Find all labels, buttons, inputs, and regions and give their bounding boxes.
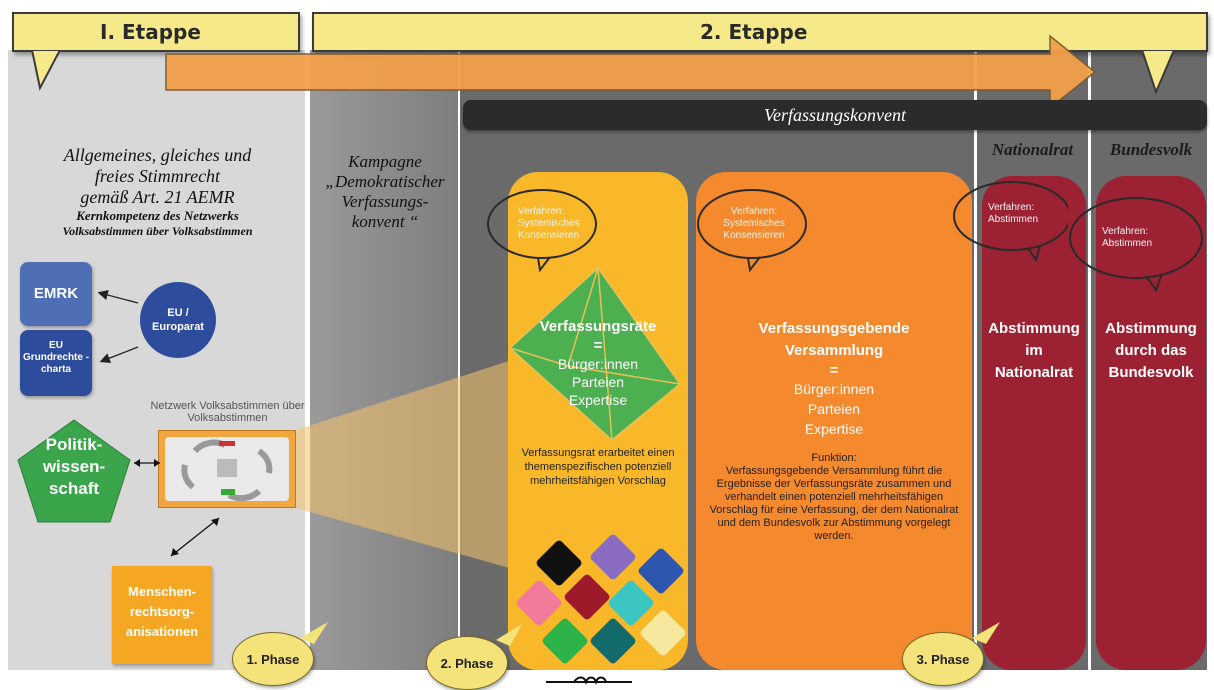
menschenrechte-box <box>112 566 212 664</box>
verfahren-label-bundesvolk: Verfahren: Abstimmen <box>1102 226 1153 249</box>
bundesvolk-title: Abstimmung durch das Bundesvolk <box>1105 320 1197 381</box>
versammlung-funktion-label: Funktion: <box>811 452 857 464</box>
eu-arrows <box>97 289 139 364</box>
stimmrecht-line3: gemäß Art. 21 AEMR <box>80 187 235 207</box>
etappe1-banner-tail <box>30 50 62 91</box>
phase-2-tail <box>496 624 522 646</box>
verfahren-bubble-nationalrat <box>953 181 1068 263</box>
raete-member3: Expertise <box>568 392 628 408</box>
nationalrat-title: Abstimmung im Nationalrat <box>988 320 1080 381</box>
stimmrecht-heading: Allgemeines, gleiches und freies Stimmre… <box>20 145 295 239</box>
phase-3-label: 3. Phase <box>916 651 970 667</box>
panel-versammlung <box>696 172 972 670</box>
bundesvolk-heading: Bundesvolk <box>1109 140 1193 159</box>
etappe2-label: 2. Etappe <box>700 20 808 44</box>
eu-grundrechtecharta-box: EU Grundrechte -charta <box>20 330 92 396</box>
signature-mark <box>546 676 632 686</box>
versammlung-member3: Expertise <box>804 421 864 437</box>
eu-grundrechtecharta-label: EU Grundrechte -charta <box>22 340 90 375</box>
eu-europarat-label: EU / Europarat <box>152 307 204 333</box>
netzwerk-image <box>158 430 296 508</box>
octahedron-gem <box>508 266 682 441</box>
etappe2-banner-tail <box>1140 50 1176 95</box>
emrk-box: EMRK <box>20 262 92 326</box>
nationalrat-heading: Nationalrat <box>991 140 1074 159</box>
verfahren-bubble-versammlung <box>697 189 807 273</box>
phase-3-bubble: 3. Phase <box>902 632 984 686</box>
verfahren-label-versammlung: Verfahren: Systemisches Konsensieren <box>723 206 785 241</box>
phase-1-tail <box>300 622 328 644</box>
panel-bundesvolk <box>1096 176 1206 670</box>
politikwissenschaft-label: Politik-wissen-schaft <box>42 435 106 498</box>
versammlung-member2: Parteien <box>807 401 861 417</box>
verfahren-bubble-raete <box>487 189 597 273</box>
raete-eq: = <box>593 337 603 354</box>
kampagne-line3: Verfassungs- <box>341 192 429 211</box>
kernkompetenz-line1: Kernkompetenz des Netzwerks <box>76 208 239 223</box>
phase-3-tail <box>972 622 1000 644</box>
phase-1-label: 1. Phase <box>246 651 300 667</box>
versammlung-title: Verfassungsgebende Versammlung <box>758 320 910 359</box>
versammlung-eq: = <box>829 362 839 379</box>
raete-member2: Parteien <box>571 374 625 390</box>
kampagne-text: Kampagne „Demokratischer Verfassungs- ko… <box>312 152 458 232</box>
timeline-arrow <box>165 34 1097 100</box>
kernkompetenz-line2: Volksabstimmen über Volksabstimmen <box>62 224 253 238</box>
kampagne-line4: konvent “ <box>351 212 419 231</box>
netzwerk-diagram-icon <box>181 439 273 502</box>
netzwerk-image-inner <box>165 437 289 502</box>
etappe1-label: I. Etappe <box>100 20 201 44</box>
kampagne-line2: „Demokratischer <box>325 172 445 191</box>
versammlung-content: Verfassungsgebende Versammlung = Bürger:… <box>716 318 952 437</box>
politik-netzwerk-arrow <box>134 459 160 467</box>
versammlung-funktion-text: Verfassungsgebende Versammlung führt die… <box>709 465 959 542</box>
phase-2-label: 2. Phase <box>440 655 494 671</box>
versammlung-funktion: Funktion: Verfassungsgebende Versammlung… <box>708 452 960 543</box>
raete-member1: Bürger:innen <box>557 356 639 372</box>
stimmrecht-line2: freies Stimmrecht <box>94 166 221 186</box>
kampagne-line1: Kampagne <box>348 152 422 171</box>
verfahren-bubble-bundesvolk <box>1069 197 1203 293</box>
eu-europarat-circle: EU / Europarat <box>140 282 216 358</box>
netzwerk-menschenrechte-arrow <box>170 517 220 557</box>
emrk-label: EMRK <box>33 285 79 302</box>
verfassungskonvent-label: Verfassungskonvent <box>764 105 906 125</box>
column-kampagne-background <box>310 50 458 670</box>
raete-content: Verfassungsräte = Bürger:innen Parteien … <box>508 318 688 408</box>
verfahren-label-raete: Verfahren: Systemisches Konsensieren <box>518 206 580 241</box>
verfassungskonvent-bar <box>463 100 1207 130</box>
etappe1-banner <box>12 12 300 52</box>
netzwerk-caption: Netzwerk Volksabstimmen über Volksabstim… <box>150 400 305 424</box>
raete-description: Verfassungsrat erarbeitet einen themensp… <box>521 447 675 487</box>
phase-2-bubble: 2. Phase <box>426 636 508 690</box>
verfahren-label-nationalrat: Verfahren: Abstimmen <box>988 202 1039 225</box>
politikwissenschaft-pentagon <box>17 419 131 523</box>
phase-1-bubble: 1. Phase <box>232 632 314 686</box>
versammlung-member1: Bürger:innen <box>793 381 875 397</box>
raete-title: Verfassungsräte <box>539 318 657 335</box>
menschenrechte-label: Menschen-rechtsorg-anisationen <box>125 584 199 639</box>
stimmrecht-line1: Allgemeines, gleiches und <box>63 145 252 165</box>
